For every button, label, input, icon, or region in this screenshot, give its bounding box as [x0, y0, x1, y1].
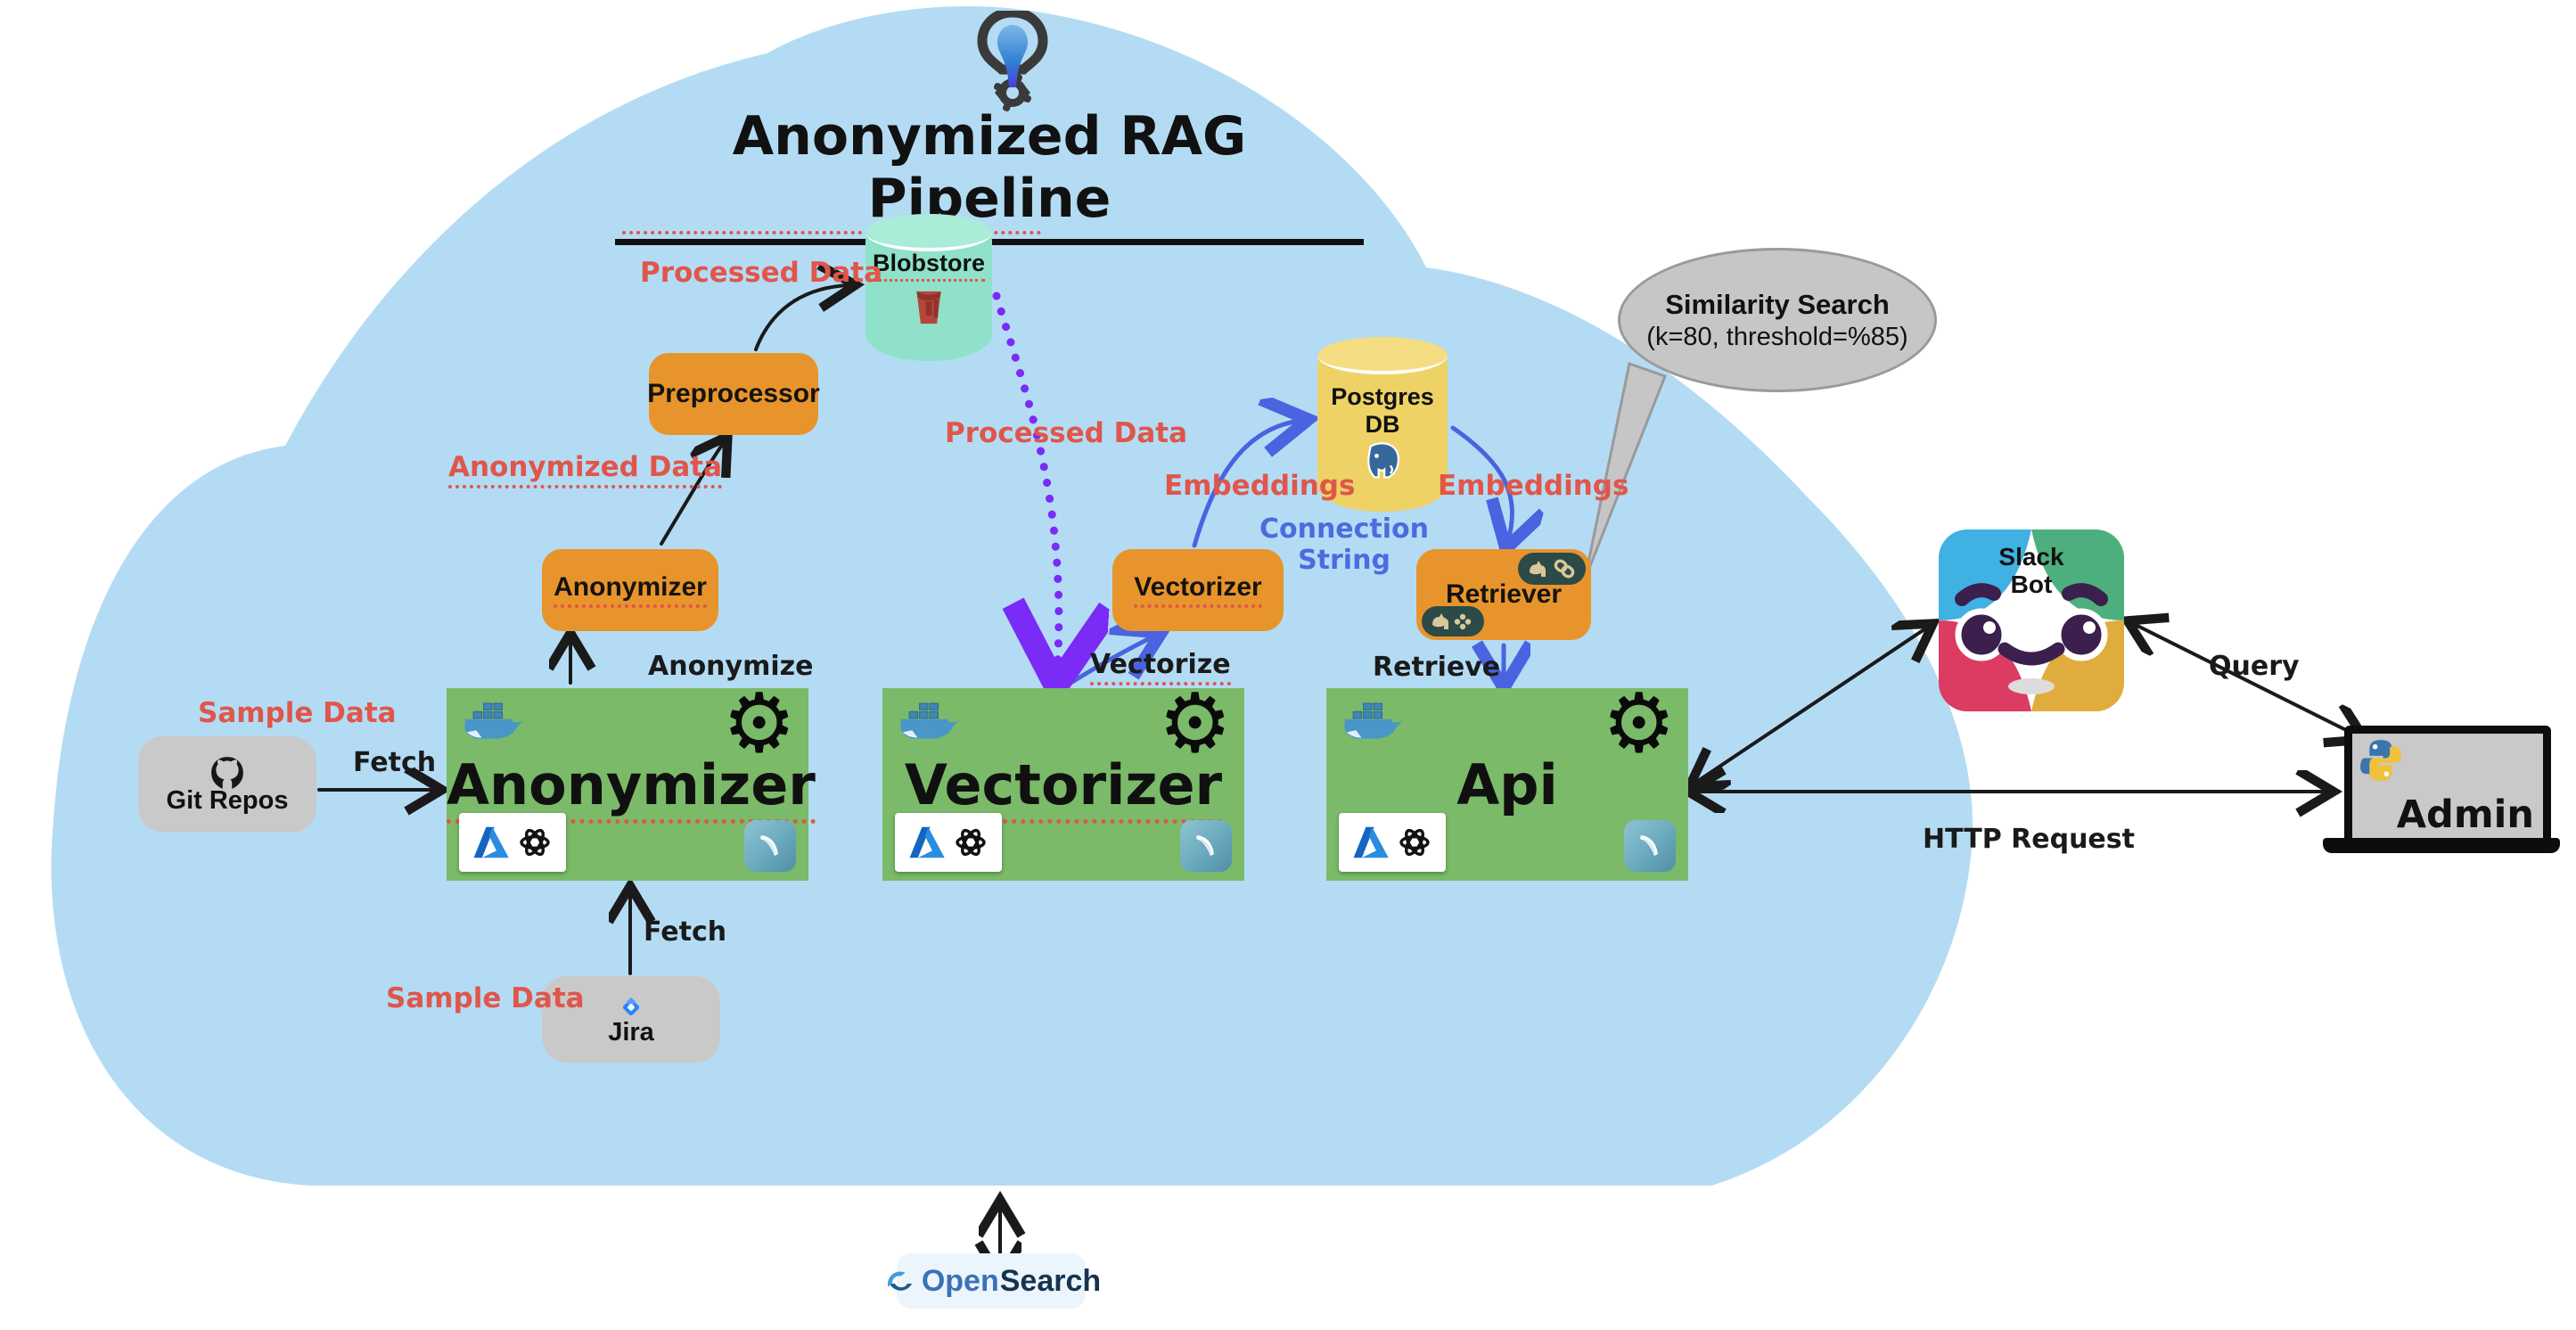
label-http-request: HTTP Request — [1923, 824, 2135, 855]
api-service-label: Api — [1456, 752, 1558, 817]
label-connection-string: Connection String — [1259, 513, 1430, 576]
pin-gear-icon — [968, 11, 1057, 112]
node-preprocessor: Preprocessor — [647, 353, 820, 435]
anonymizer-service-label: Anonymizer — [447, 752, 816, 824]
slack-bot-face-icon — [1939, 530, 2124, 711]
node-admin-laptop: Admin — [2344, 726, 2551, 850]
opensearch-search-label: Search — [999, 1263, 1102, 1298]
slack-bot-label: Slack Bot — [1998, 543, 2064, 598]
github-icon — [209, 754, 246, 792]
label-retrieve: Retrieve — [1373, 652, 1501, 683]
git-repos-label: Git Repos — [166, 785, 289, 815]
vectorizer-step-label: Vectorizer — [1134, 572, 1262, 608]
opensearch-icon — [882, 1263, 917, 1299]
edge-postgres-retriever — [1450, 425, 1513, 540]
jira-label: Jira — [608, 1018, 654, 1047]
admin-label: Admin — [2396, 792, 2534, 837]
azure-openai-badge — [1339, 813, 1446, 872]
preprocessor-label: Preprocessor — [647, 379, 820, 408]
gear-icon: ⚙ — [1602, 676, 1676, 771]
node-postgres-db: Postgres DB — [1317, 337, 1448, 512]
similarity-search-callout: Similarity Search (k=80, threshold=%85) — [1618, 248, 1937, 392]
label-anonymize: Anonymize — [648, 651, 814, 682]
docker-whale-icon — [895, 702, 961, 747]
openai-icon — [514, 822, 555, 863]
label-sample-data-git: Sample Data — [198, 697, 397, 729]
label-vectorize: Vectorize — [1090, 649, 1231, 686]
langchain-link-badge-icon — [1518, 553, 1586, 585]
azure-icon — [470, 822, 511, 863]
postgres-elephant-icon — [1361, 440, 1404, 483]
poetry-icon — [1180, 820, 1232, 872]
edge-slack-admin — [2134, 624, 2359, 736]
node-opensearch: Open Search — [887, 1253, 1101, 1309]
node-anonymizer-step: Anonymizer — [542, 549, 718, 631]
label-processed-data-top: Processed Data — [640, 257, 883, 289]
container-vectorizer-service: ⚙ Vectorizer — [882, 683, 1244, 881]
azure-openai-badge — [895, 813, 1002, 872]
node-vectorizer-step: Vectorizer — [1112, 549, 1284, 631]
node-jira: Jira — [542, 976, 720, 1063]
container-anonymizer-service: ⚙ Anonymizer — [447, 683, 816, 881]
edge-api-slack — [1695, 628, 1927, 783]
poetry-icon — [1624, 820, 1676, 872]
blobstore-label: Blobstore — [872, 250, 985, 283]
langchain-bird-badge-icon — [1422, 606, 1484, 636]
postgres-label: Postgres DB — [1331, 383, 1434, 439]
gear-icon: ⚙ — [1158, 676, 1232, 771]
azure-openai-badge — [459, 813, 566, 872]
node-retriever: Retriever — [1416, 549, 1591, 640]
anonymizer-step-label: Anonymizer — [554, 572, 707, 608]
gear-icon: ⚙ — [722, 676, 796, 771]
vectorizer-service-label: Vectorizer — [904, 752, 1223, 824]
edge-vectorizer-postgres — [1192, 421, 1300, 548]
label-embeddings-right: Embeddings — [1438, 470, 1629, 502]
label-anonymized-data: Anonymized Data — [448, 451, 723, 488]
node-blobstore: Blobstore — [866, 214, 992, 361]
callout-subtitle: (k=80, threshold=%85) — [1646, 322, 1908, 351]
node-slack-bot: Slack Bot — [1939, 530, 2124, 711]
label-embeddings-left: Embeddings — [1164, 470, 1356, 502]
azure-icon — [906, 822, 947, 863]
jira-icon — [615, 991, 647, 1023]
docker-whale-icon — [1339, 702, 1405, 747]
edge-blobstore-vectorizer — [992, 291, 1059, 670]
label-sample-data-jira: Sample Data — [386, 982, 585, 1014]
edge-preprocessor-blobstore — [754, 285, 849, 351]
poetry-icon — [744, 820, 796, 872]
label-query: Query — [2209, 651, 2300, 682]
callout-title: Similarity Search — [1665, 288, 1890, 320]
spellcheck-underline — [622, 231, 1042, 234]
laptop-base — [2323, 838, 2560, 853]
container-api-service: ⚙ Api — [1326, 683, 1688, 881]
python-icon — [2356, 735, 2406, 785]
openai-icon — [1394, 822, 1435, 863]
title-label: Anonymized RAG Pipeline — [732, 105, 1247, 230]
label-fetch-git: Fetch — [353, 747, 437, 778]
bubble-tail — [1583, 362, 1667, 580]
label-fetch-jira: Fetch — [644, 916, 727, 948]
opensearch-open-label: Open — [921, 1263, 999, 1298]
label-processed-data-mid: Processed Data — [945, 417, 1188, 449]
azure-icon — [1350, 822, 1391, 863]
s3-bucket-icon — [908, 285, 949, 330]
openai-icon — [950, 822, 991, 863]
docker-whale-icon — [459, 702, 525, 747]
edge-anonymizer-preprocessor — [660, 442, 724, 546]
node-git-repos: Git Repos — [138, 736, 316, 833]
